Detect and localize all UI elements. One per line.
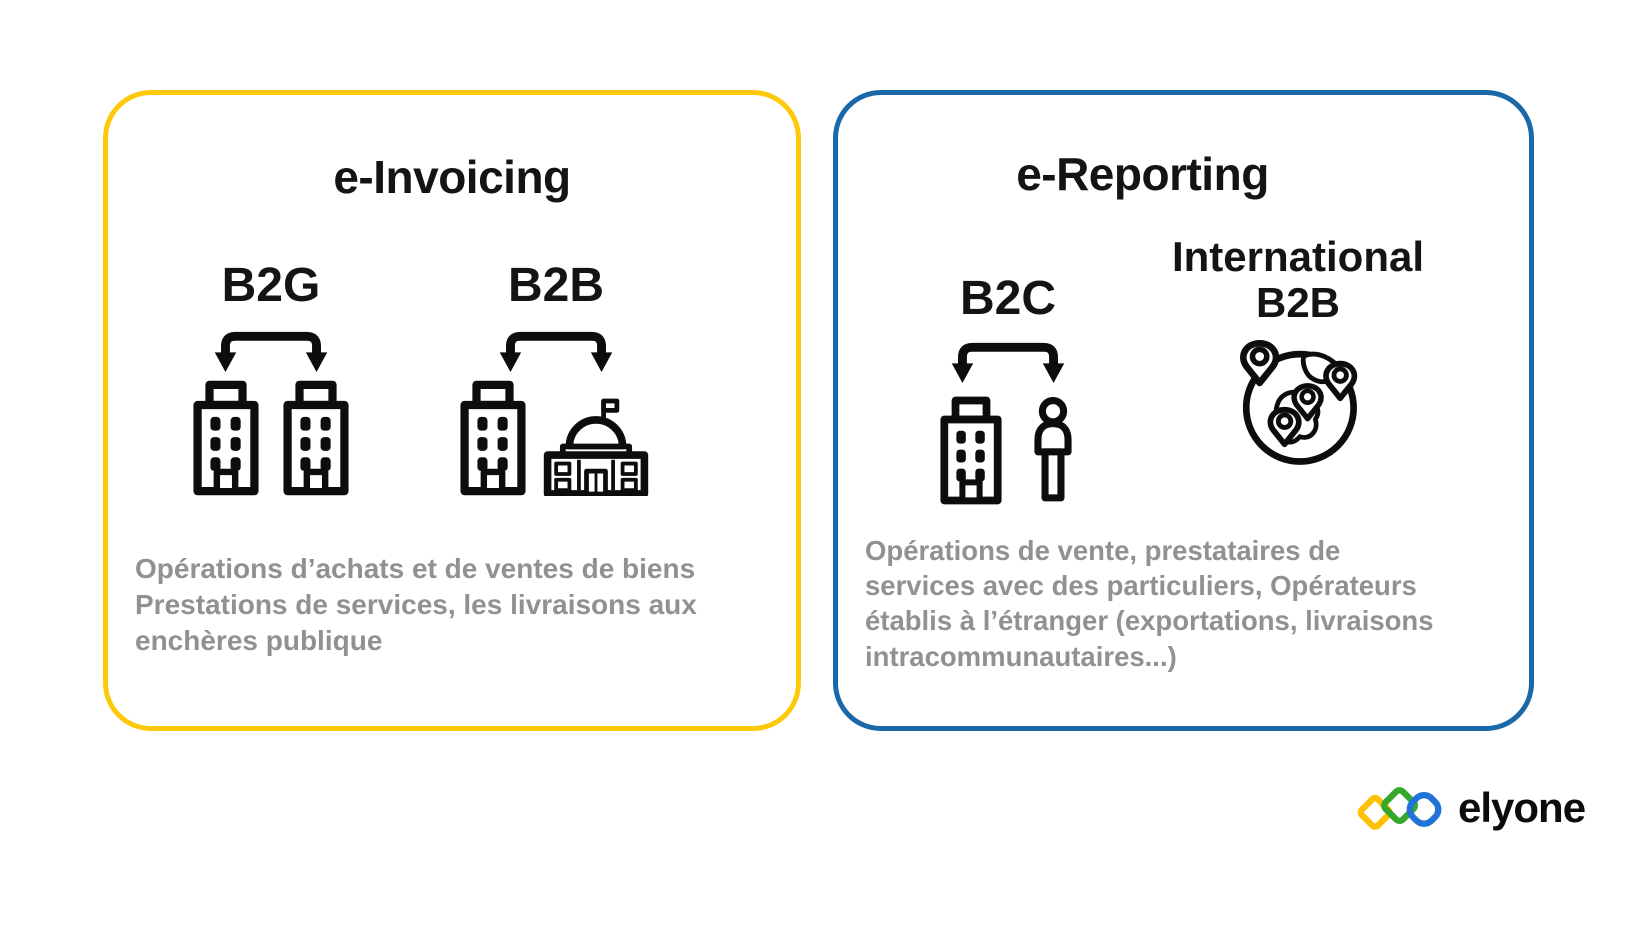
e-reporting-groups: B2C bbox=[838, 231, 1529, 505]
building-icon bbox=[283, 380, 349, 496]
international-b2b-label: International B2B bbox=[1171, 233, 1425, 326]
logo-loop-blue bbox=[1406, 792, 1442, 827]
b2g-label: B2G bbox=[221, 259, 321, 313]
split-arrow-icon bbox=[951, 342, 1065, 383]
b2b-icons bbox=[460, 374, 652, 496]
building-icon bbox=[193, 380, 259, 496]
person-icon bbox=[1034, 397, 1072, 502]
e-invoicing-card: e-Invoicing B2G bbox=[103, 90, 801, 731]
b2b-group: B2B bbox=[451, 259, 661, 496]
elyone-logo-mark-icon bbox=[1357, 787, 1442, 830]
globe-pins-icon bbox=[1240, 339, 1358, 465]
e-reporting-card: e-Reporting B2C bbox=[833, 90, 1534, 731]
building-icon bbox=[460, 380, 526, 496]
b2b-label: B2B bbox=[507, 259, 605, 313]
e-invoicing-groups: B2G bbox=[108, 259, 796, 496]
b2g-icons bbox=[193, 374, 349, 496]
split-arrow-icon bbox=[214, 331, 328, 372]
b2c-group: B2C bbox=[928, 231, 1088, 505]
b2c-label: B2C bbox=[959, 272, 1057, 326]
international-b2b-group: International B2B bbox=[1158, 231, 1438, 473]
building-icon bbox=[940, 396, 1002, 505]
split-arrow-icon bbox=[499, 331, 613, 372]
elyone-logo-text: elyone bbox=[1458, 784, 1586, 831]
government-building-icon bbox=[543, 398, 649, 496]
e-invoicing-description: Opérations d’achats et de ventes de bien… bbox=[135, 553, 697, 656]
b2c-icons bbox=[940, 385, 1076, 505]
b2g-group: B2G bbox=[186, 259, 356, 496]
elyone-logo: elyone bbox=[1356, 782, 1586, 834]
e-reporting-title: e-Reporting bbox=[1016, 148, 1269, 200]
e-invoicing-title: e-Invoicing bbox=[333, 151, 571, 203]
e-reporting-description: Opérations de vente, prestataires de ser… bbox=[865, 535, 1434, 672]
